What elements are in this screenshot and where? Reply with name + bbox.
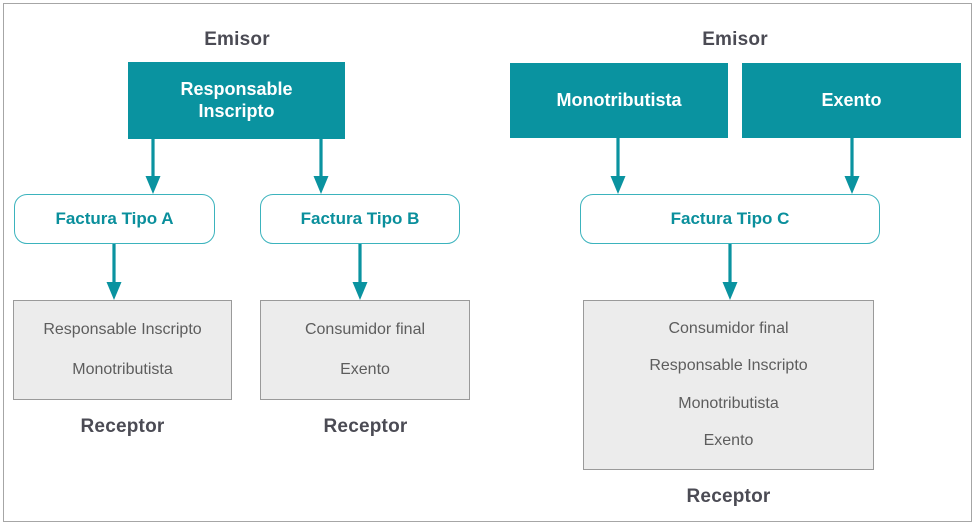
receiver-line: Monotributista	[678, 394, 779, 412]
receiver-line: Responsable Inscripto	[649, 357, 808, 375]
receiver-box-factura-c: Consumidor final Responsable Inscripto M…	[583, 300, 874, 470]
emitter-line-1: Responsable	[180, 78, 293, 99]
arrow-exento-to-factura-c	[844, 138, 860, 194]
emitter-line-2: Inscripto	[198, 100, 275, 121]
receiver-line: Consumidor final	[304, 321, 426, 339]
emisor-label-right: Emisor	[702, 29, 768, 50]
arrow-factura-c-to-receptor	[722, 244, 738, 300]
invoice-label-c: Factura Tipo C	[670, 209, 790, 228]
arrow-monotributista-to-factura-c	[610, 138, 626, 194]
receiver-line: Exento	[340, 361, 390, 379]
arrow-responsable-to-factura-a	[145, 138, 161, 194]
emitter-box-exento[interactable]: Exento	[742, 63, 961, 138]
receiver-box-factura-b: Consumidor final Exento	[260, 300, 470, 400]
arrow-responsable-to-factura-b	[313, 138, 329, 194]
receptor-label-middle: Receptor	[323, 416, 408, 437]
emitter-label-monotributista: Monotributista	[556, 89, 682, 110]
receiver-line: Consumidor final	[668, 319, 789, 337]
invoice-box-factura-tipo-c[interactable]: Factura Tipo C	[580, 194, 880, 244]
emitter-box-responsable-inscripto[interactable]: Responsable Inscripto	[128, 62, 345, 139]
emisor-label-left: Emisor	[204, 29, 270, 50]
arrow-factura-a-to-receptor	[106, 244, 122, 300]
invoice-box-factura-tipo-a[interactable]: Factura Tipo A	[14, 194, 215, 244]
emitter-label-exento: Exento	[821, 89, 882, 110]
arrow-factura-b-to-receptor	[352, 244, 368, 300]
receptor-label-left: Receptor	[80, 416, 165, 437]
receiver-line: Exento	[703, 432, 754, 450]
invoice-label-a: Factura Tipo A	[55, 209, 174, 228]
receptor-label-right: Receptor	[686, 486, 771, 507]
invoice-label-b: Factura Tipo B	[300, 209, 420, 228]
emitter-box-monotributista[interactable]: Monotributista	[510, 63, 728, 138]
receiver-line: Responsable Inscripto	[43, 321, 202, 339]
invoice-box-factura-tipo-b[interactable]: Factura Tipo B	[260, 194, 460, 244]
receiver-line: Monotributista	[72, 361, 173, 379]
receiver-box-factura-a: Responsable Inscripto Monotributista	[13, 300, 232, 400]
